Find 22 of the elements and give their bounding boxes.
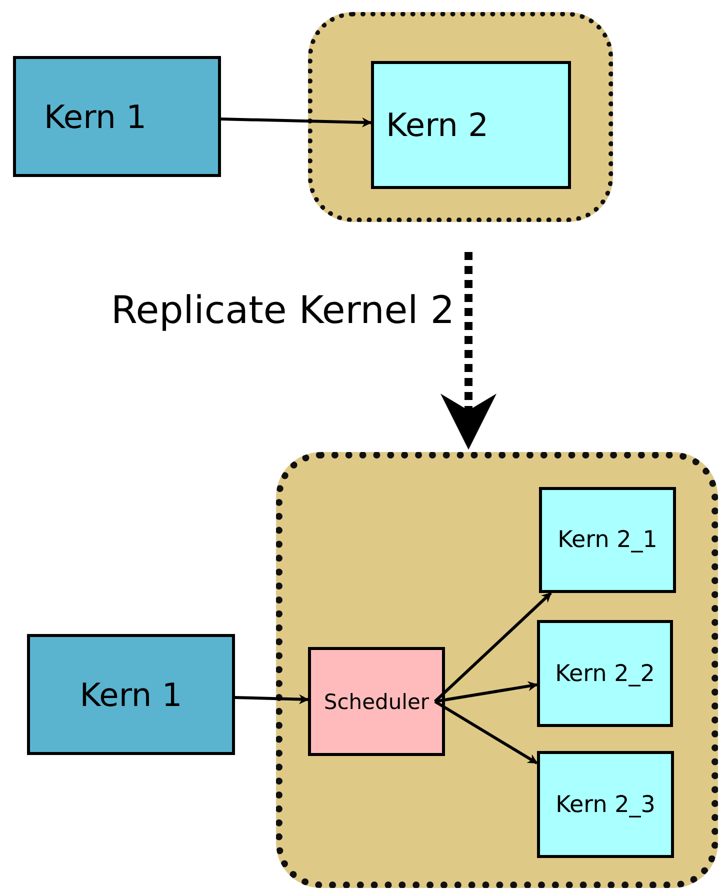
kernel-box: [537, 751, 674, 858]
arrow: [434, 681, 538, 703]
node-label: Kern 2: [386, 106, 488, 144]
arrow: [440, 252, 496, 450]
group-container: [276, 452, 718, 888]
node-label: Kern 1: [80, 676, 182, 714]
kernel-box: [371, 61, 571, 189]
scheduler-box: [308, 647, 445, 756]
node-label: Scheduler: [324, 690, 430, 714]
node-label: Kern 2_3: [556, 792, 656, 818]
group-container: [308, 12, 613, 222]
kernel-box: [13, 56, 221, 177]
node-label: Kern 2_1: [558, 527, 658, 553]
arrow: [434, 592, 552, 703]
kernel-box: [539, 487, 676, 593]
kernel-box: [537, 620, 673, 727]
kernel-box: [27, 634, 235, 755]
arrow: [434, 700, 538, 764]
node-label: Kern 1: [44, 98, 146, 136]
arrow: [220, 117, 372, 128]
node-label: Kern 2_2: [555, 660, 655, 686]
arrow: [234, 694, 309, 704]
